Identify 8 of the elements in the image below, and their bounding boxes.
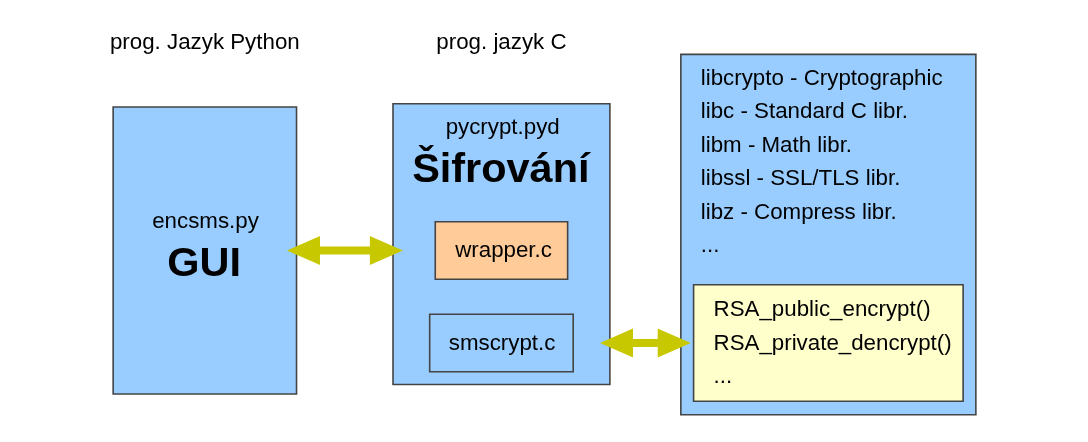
node-box: encsms.py GUI: [111, 106, 297, 395]
node-box: wrapper.c: [433, 221, 568, 280]
node-box: smscrypt.c: [428, 313, 574, 373]
arrow: [599, 328, 691, 358]
label: prog. jazyk C: [435, 29, 567, 55]
arrow: [286, 236, 403, 265]
node-box: RSA_public_encrypt() RSA_private_dencrypt() ...: [692, 284, 964, 402]
label: prog. Jazyk Python: [109, 29, 300, 55]
